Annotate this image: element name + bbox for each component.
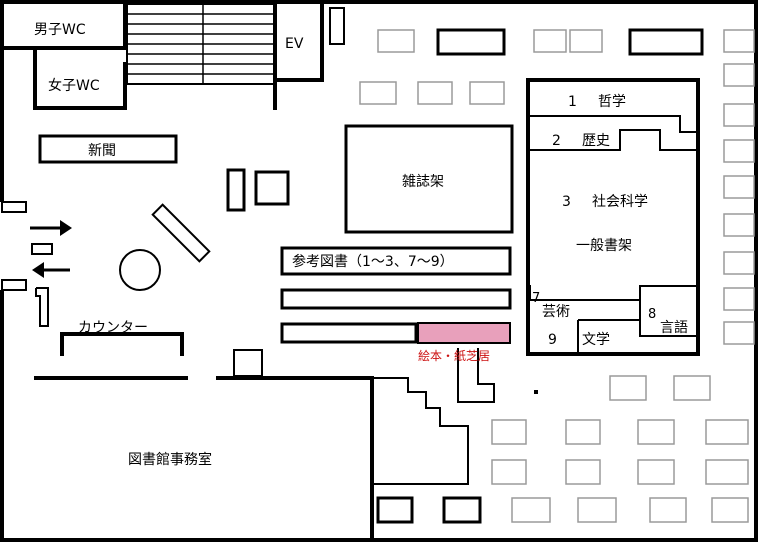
elevator-box <box>273 2 345 82</box>
category-8-number: 8 <box>648 307 656 322</box>
stairs <box>126 2 277 110</box>
round-table <box>119 249 161 291</box>
newspaper-rack <box>38 134 178 164</box>
category-1-label: 哲学 <box>598 94 626 110</box>
reference-shelf <box>280 246 512 276</box>
display-case <box>254 170 290 206</box>
reference-books-label: 参考図書（1〜3、7〜9） <box>292 253 454 270</box>
category-8-label: 言語 <box>660 320 688 336</box>
general-shelves-label: 一般書架 <box>576 238 632 254</box>
entrance <box>1 201 72 327</box>
category-9-number: 9 <box>548 332 557 348</box>
category-3-label: 社会科学 <box>592 194 648 210</box>
long-shelf <box>280 288 512 310</box>
category-stacks <box>526 78 700 356</box>
counter-desk <box>60 332 184 356</box>
category-7-number: 7 <box>532 291 540 306</box>
category-7-label: 芸術 <box>542 304 570 320</box>
mens-wc-label: 男子WC <box>34 22 86 38</box>
magazine-rack <box>344 124 514 234</box>
library-office-label: 図書館事務室 <box>128 451 212 468</box>
womens-wc-label: 女子WC <box>48 77 100 94</box>
counter-label: カウンター <box>78 320 148 336</box>
category-3-number: 3 <box>562 194 571 210</box>
category-2-number: 2 <box>552 133 561 149</box>
magazine-rack-label: 雑誌架 <box>402 174 444 190</box>
display-case <box>226 168 246 212</box>
reading-tables <box>359 28 755 524</box>
angled-bench <box>151 203 211 263</box>
category-1-number: 1 <box>568 94 577 110</box>
category-2-label: 歴史 <box>582 133 610 149</box>
elevator-label: EV <box>285 36 304 52</box>
picture-book-shelf <box>417 322 511 344</box>
picture-books-label: 絵本・紙芝居 <box>418 348 490 363</box>
newspaper-label: 新聞 <box>88 143 116 159</box>
long-shelf <box>280 322 418 344</box>
office-walls <box>216 348 495 542</box>
restroom-block <box>0 0 127 110</box>
category-9-label: 文学 <box>582 332 610 348</box>
